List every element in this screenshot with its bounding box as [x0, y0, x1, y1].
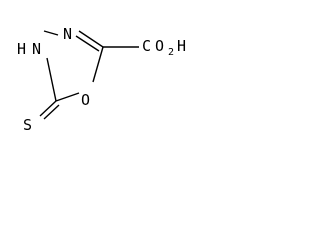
atom-carboxyl-c: C: [142, 37, 151, 55]
bond-c5-n4: [46, 57, 57, 102]
atom-carboxyl-o: O: [155, 37, 164, 55]
atom-carboxyl-h: H: [177, 37, 186, 55]
atom-h-n4: H: [17, 40, 26, 58]
bond-c5-s-b: [43, 104, 60, 120]
bond-n3-c2-b: [75, 35, 100, 52]
bond-o1-c5: [55, 92, 80, 102]
bond-c2-o1: [92, 46, 104, 83]
atom-o1: O: [81, 91, 90, 109]
atom-s: S: [23, 116, 32, 134]
atom-labels: N H N O S C O 2 H: [17, 25, 186, 134]
atom-n3: N: [63, 25, 72, 43]
molecule-diagram: N H N O S C O 2 H: [17, 25, 186, 134]
bond-n4-n3: [43, 30, 59, 36]
ring-bonds: [39, 30, 139, 120]
bond-c5-s-a: [39, 100, 57, 117]
bond-n3-c2-a: [78, 30, 104, 48]
atom-carboxyl-subscript: 2: [168, 47, 174, 58]
atom-n4: N: [32, 40, 41, 58]
